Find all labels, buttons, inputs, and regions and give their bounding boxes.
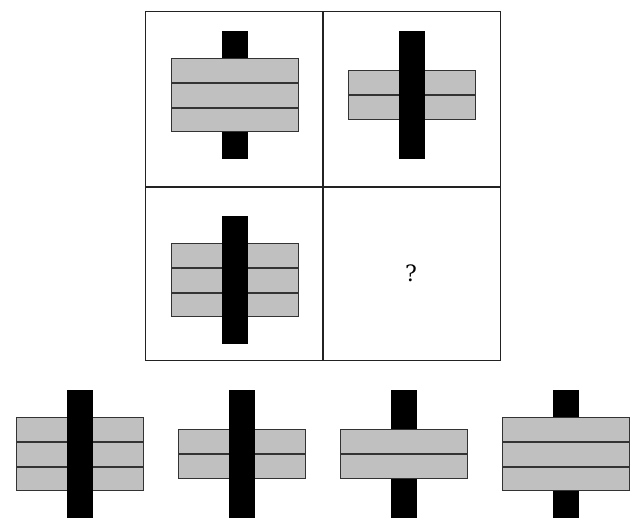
puzzle-grid: [145, 11, 501, 361]
striped-rectangle: [502, 417, 630, 491]
grid-cell-bottom-left-figure: [171, 216, 299, 344]
black-bar: [229, 390, 255, 518]
answer-option-1[interactable]: [16, 390, 144, 518]
striped-rectangle: [340, 429, 468, 479]
black-bar: [399, 31, 425, 159]
grid-cell-top-right-figure: [348, 31, 476, 159]
black-bar: [67, 390, 93, 518]
answer-option-4[interactable]: [502, 390, 630, 518]
grid-cell-top-left-figure: [171, 31, 299, 159]
black-bar: [222, 216, 248, 344]
grid-divider-horizontal: [146, 186, 500, 188]
striped-rectangle: [171, 58, 299, 132]
answer-option-2[interactable]: [178, 390, 306, 518]
missing-cell-question-mark: ?: [405, 262, 417, 287]
answer-option-3[interactable]: [340, 390, 468, 518]
